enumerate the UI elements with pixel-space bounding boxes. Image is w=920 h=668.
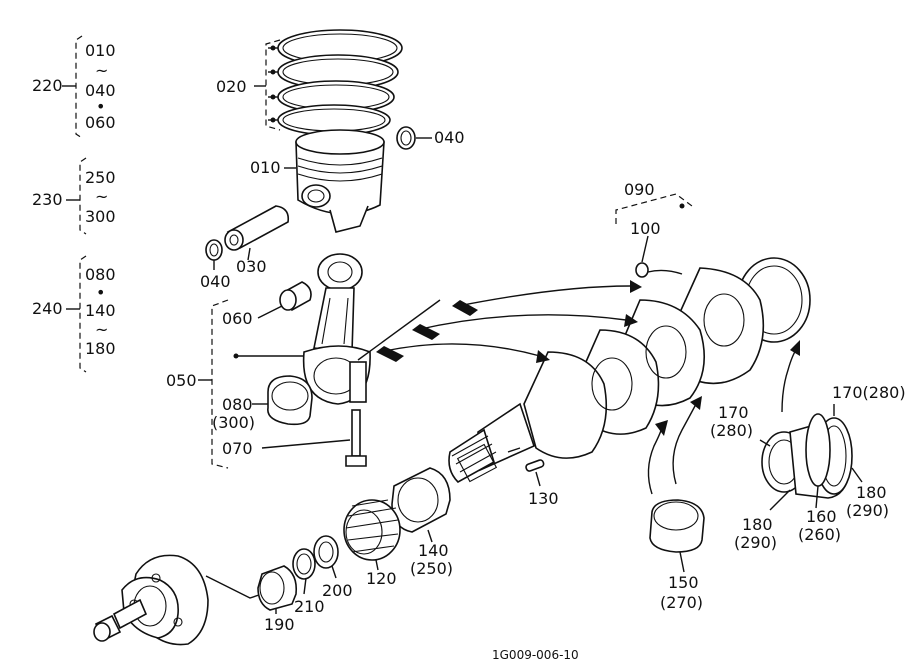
- group-230-line-1: 250: [85, 168, 116, 187]
- callout-160: 160: [806, 507, 837, 526]
- callout-080: 080: [222, 395, 253, 414]
- callout-040-upper: 040: [434, 128, 465, 147]
- collar-200: 200: [313, 535, 353, 600]
- main-bearing-150: 150 (270): [649, 499, 705, 612]
- callout-210: 210: [294, 597, 325, 616]
- collar-190: 190: [257, 565, 298, 634]
- crankshaft-pulley: [93, 554, 209, 646]
- callout-130: 130: [528, 489, 559, 508]
- group-240-line-3: 140: [85, 301, 116, 320]
- callout-180-left-alt: (290): [734, 533, 777, 552]
- group-220-line-3: 040: [85, 81, 116, 100]
- group-230-ref: 230: [32, 190, 63, 209]
- front-bearing-140: 140 (250): [391, 467, 453, 578]
- callout-050: 050: [166, 371, 197, 390]
- callout-150: 150: [668, 573, 699, 592]
- callout-160-alt: (260): [798, 525, 841, 544]
- callout-200: 200: [322, 581, 353, 600]
- callout-170-left: 170: [718, 403, 749, 422]
- callout-010: 010: [250, 158, 281, 177]
- group-230-bracket: 230 250 ~ 300: [32, 157, 116, 235]
- piston-pin: 030: [224, 205, 290, 276]
- callout-030: 030: [236, 257, 267, 276]
- piston-rings: 020: [216, 29, 403, 136]
- snap-ring-040-upper: 040: [396, 126, 465, 150]
- group-220-line-5: 060: [85, 113, 116, 132]
- crankshaft-assembly: 090 100 130: [448, 180, 811, 508]
- drawing-code: 1G009-006-10: [492, 648, 579, 662]
- group-220-line-4: •: [96, 97, 105, 116]
- callout-170-right: 170(280): [832, 383, 906, 402]
- crank-gear-120: 120: [343, 499, 401, 588]
- callout-040-lower: 040: [200, 272, 231, 291]
- callout-170-left-alt: (280): [710, 421, 753, 440]
- o-ring-210: 210: [292, 548, 325, 616]
- callout-060: 060: [222, 309, 253, 328]
- callout-180-right: 180: [856, 483, 887, 502]
- callout-180-left: 180: [742, 515, 773, 534]
- callout-100: 100: [630, 219, 661, 238]
- snap-ring-040-lower: 040: [200, 239, 231, 291]
- callout-140: 140: [418, 541, 449, 560]
- group-240-line-4: ~: [95, 320, 108, 339]
- assembly-arrows: [205, 280, 800, 599]
- callout-070: 070: [222, 439, 253, 458]
- callout-140-alt: (250): [410, 559, 453, 578]
- group-240-line-2: •: [96, 283, 105, 302]
- callout-120: 120: [366, 569, 397, 588]
- group-230-line-2: ~: [95, 187, 108, 206]
- group-240-ref: 240: [32, 299, 63, 318]
- group-220-line-2: ~: [95, 61, 108, 80]
- callout-080-alt: (300): [212, 413, 255, 432]
- callout-150-alt: (270): [660, 593, 703, 612]
- group-240-line-5: 180: [85, 339, 116, 358]
- group-240-bracket: 240 080 • 140 ~ 180: [32, 255, 116, 373]
- callout-180-right-alt: (290): [846, 501, 889, 520]
- callout-020: 020: [216, 77, 247, 96]
- callout-190: 190: [264, 615, 295, 634]
- callout-090: 090: [624, 180, 655, 199]
- connecting-rod-assembly: 050 060 080 (300) 070: [166, 253, 371, 469]
- piston: 010: [250, 129, 385, 233]
- thrust-bearing-assembly: 170 (280) 170(280) 180 (290) 160 (260) 1…: [710, 383, 906, 552]
- group-240-line-1: 080: [85, 265, 116, 284]
- group-220-line-1: 010: [85, 41, 116, 60]
- group-230-line-3: 300: [85, 207, 116, 226]
- group-220-ref: 220: [32, 76, 63, 95]
- group-220-bracket: 220 010 ~ 040 • 060: [32, 35, 116, 139]
